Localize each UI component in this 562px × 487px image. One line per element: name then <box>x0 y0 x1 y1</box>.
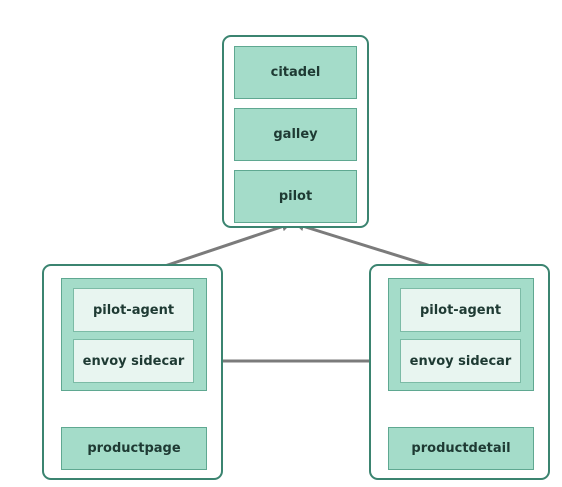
right-pilot-agent-box: pilot-agent <box>400 288 521 332</box>
right-envoy-sidecar-box: envoy sidecar <box>400 339 521 383</box>
pilot-box: pilot <box>234 170 357 223</box>
citadel-box: citadel <box>234 46 357 99</box>
left-node-container: pilot-agent envoy sidecar productpage <box>42 264 223 480</box>
galley-box: galley <box>234 108 357 161</box>
left-pilot-agent-box: pilot-agent <box>73 288 194 332</box>
productdetail-box: productdetail <box>388 427 534 470</box>
control-plane-container: citadel galley pilot <box>222 35 369 228</box>
right-node-container: pilot-agent envoy sidecar productdetail <box>369 264 550 480</box>
productpage-box: productpage <box>61 427 207 470</box>
left-envoy-sidecar-box: envoy sidecar <box>73 339 194 383</box>
left-sidecar-group: pilot-agent envoy sidecar <box>61 278 207 391</box>
right-sidecar-group: pilot-agent envoy sidecar <box>388 278 534 391</box>
